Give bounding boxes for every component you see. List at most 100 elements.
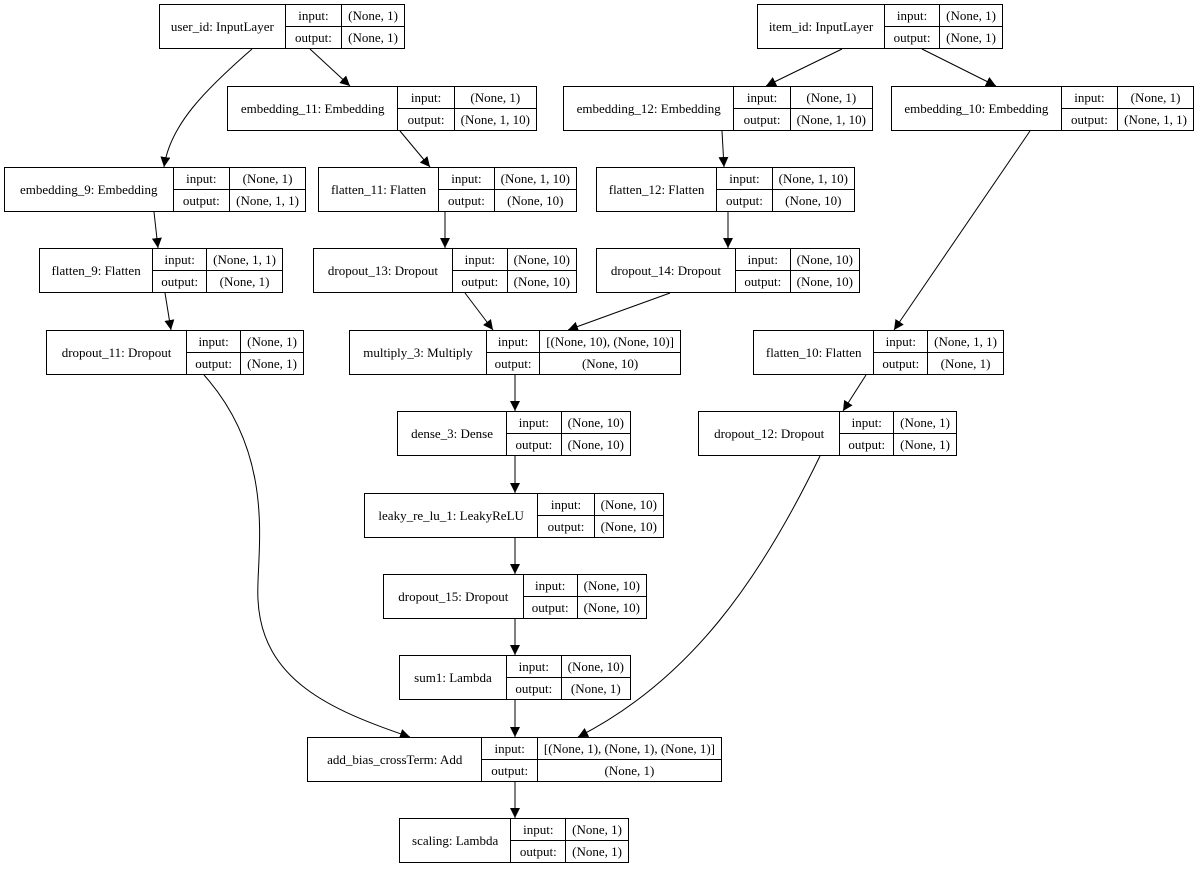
layer-label: item_id: InputLayer: [758, 5, 885, 48]
output-shape: (None, 1, 10): [460, 112, 530, 127]
output-port-label: output:: [1071, 112, 1108, 127]
layer-label: add_bias_crossTerm: Add: [308, 738, 483, 781]
layer-label: flatten_10: Flatten: [754, 331, 875, 374]
output-shape: (None, 1, 10): [796, 112, 866, 127]
input-shape: (None, 1): [566, 819, 628, 841]
layer-label: flatten_9: Flatten: [40, 249, 154, 292]
input-shape: (None, 1): [1118, 87, 1193, 109]
output-port-label: output:: [515, 681, 553, 696]
input-shape: (None, 1, 1): [928, 331, 1003, 353]
layer-label: user_id: InputLayer: [160, 5, 286, 48]
input-port-label: input:: [439, 168, 494, 190]
output-port-label: output:: [407, 112, 445, 127]
output-port-label: output:: [547, 519, 585, 534]
edge-embedding_9-to-flatten_9: [151, 211, 162, 249]
output-port-label: output:: [295, 30, 332, 45]
input-port-label: input:: [523, 575, 577, 597]
layer-label: dropout_11: Dropout: [47, 331, 188, 374]
input-shape: (None, 1): [241, 331, 303, 353]
output-shape: (None, 1): [946, 30, 996, 45]
input-port-label: input:: [538, 494, 594, 516]
layer-label: embedding_11: Embedding: [228, 87, 399, 130]
output-port-label: output:: [515, 437, 553, 452]
output-port-label: output:: [848, 437, 886, 452]
output-port-label: output:: [195, 356, 233, 371]
layer-label: sum1: Lambda: [400, 656, 507, 699]
input-port-label: input:: [734, 87, 790, 109]
input-shape: (None, 1): [790, 87, 872, 109]
output-port-label: output:: [882, 356, 920, 371]
layer-label: multiply_3: Multiply: [350, 331, 487, 374]
output-shape: (None, 10): [513, 274, 570, 289]
input-shape: (None, 10): [507, 249, 576, 271]
layer-label: embedding_10: Embedding: [892, 87, 1062, 130]
output-port-label: output:: [494, 356, 532, 371]
output-port-label: output:: [447, 193, 485, 208]
edge-embedding_12-to-flatten_12: [718, 130, 729, 168]
output-shape: (None, 10): [567, 437, 624, 452]
input-shape: (None, 1): [230, 168, 305, 190]
edge-item_id-to-embedding_10: [921, 48, 997, 87]
output-shape: (None, 10): [785, 193, 842, 208]
input-port-label: input:: [717, 168, 772, 190]
output-shape: (None, 1): [219, 274, 270, 289]
input-shape: (None, 10): [561, 656, 630, 678]
output-shape: (None, 1, 1): [1124, 112, 1187, 127]
output-shape: (None, 10): [581, 356, 639, 371]
output-port-label: output:: [461, 274, 499, 289]
input-port-label: input:: [506, 656, 561, 678]
output-shape: (None, 1): [572, 844, 622, 859]
input-port-label: input:: [874, 331, 928, 353]
output-shape: (None, 10): [600, 519, 657, 534]
output-port-label: output:: [182, 193, 220, 208]
input-port-label: input:: [187, 331, 241, 353]
output-port-label: output:: [519, 844, 557, 859]
input-shape: (None, 1, 1): [207, 249, 282, 271]
input-shape: (None, 1): [894, 412, 956, 434]
edge-flatten_10-to-dropout_12: [842, 374, 867, 412]
layer-label: flatten_12: Flatten: [597, 168, 718, 211]
edge-dropout_12-to-add_bias_crossTerm: [577, 455, 821, 738]
edge-dropout_13-to-multiply_3: [464, 292, 494, 331]
input-port-label: input:: [482, 738, 537, 760]
layer-label: embedding_9: Embedding: [5, 168, 174, 211]
edge-dropout_11-to-add_bias_crossTerm: [203, 374, 411, 739]
input-port-label: input:: [840, 412, 894, 434]
input-port-label: input:: [511, 819, 566, 841]
output-port-label: output:: [725, 193, 763, 208]
input-shape: (None, 1): [454, 87, 536, 109]
layer-label: dropout_14: Dropout: [597, 249, 736, 292]
output-shape: (None, 10): [583, 600, 640, 615]
output-shape: (None, 1): [900, 437, 950, 452]
output-port-label: output:: [491, 763, 529, 778]
edge-user_id-to-embedding_9: [160, 48, 253, 168]
layer-label: dropout_13: Dropout: [314, 249, 453, 292]
output-port-label: output:: [161, 274, 199, 289]
edge-embedding_11-to-flatten_11: [399, 130, 431, 168]
input-port-label: input:: [735, 249, 790, 271]
layer-label: dense_3: Dense: [398, 412, 508, 455]
output-shape: (None, 1): [940, 356, 991, 371]
input-port-label: input:: [398, 87, 454, 109]
input-shape: (None, 10): [561, 412, 630, 434]
output-shape: (None, 10): [507, 193, 564, 208]
input-shape: (None, 1, 10): [772, 168, 854, 190]
